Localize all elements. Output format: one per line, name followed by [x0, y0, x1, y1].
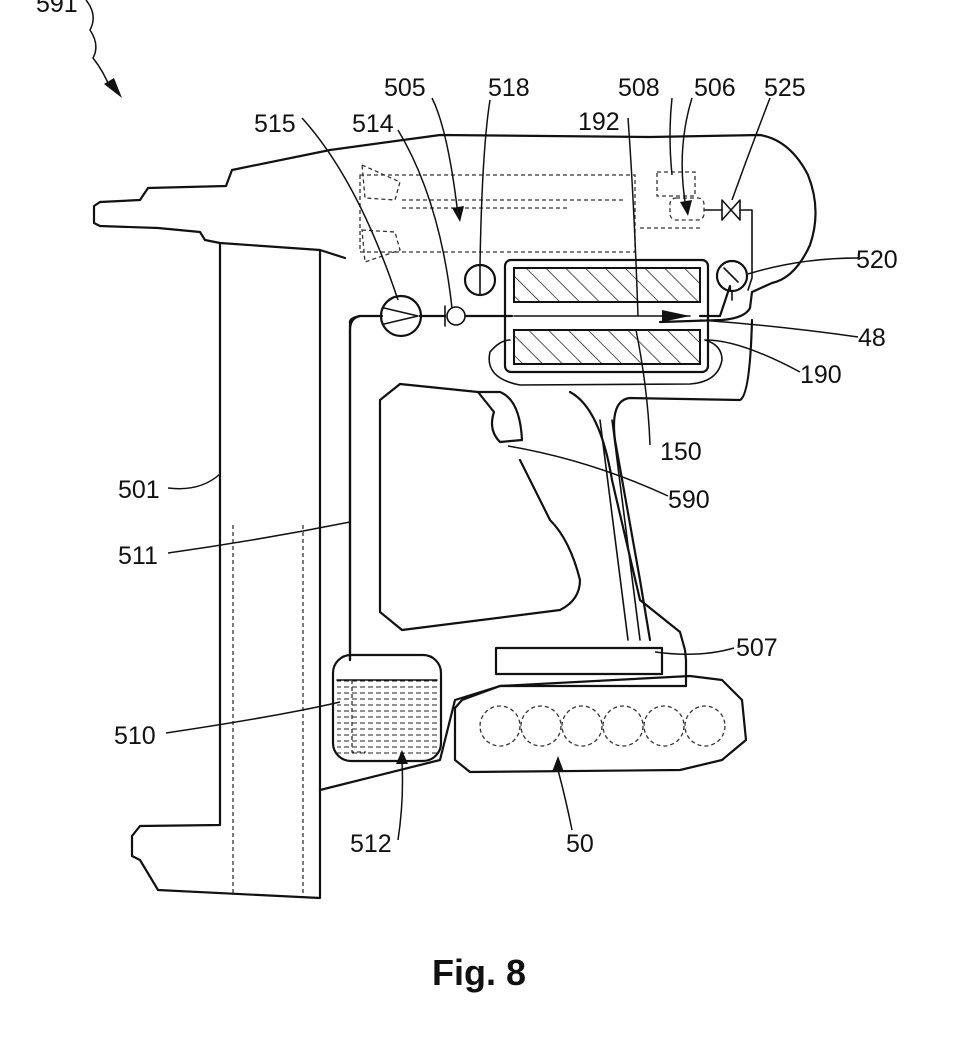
grip-back [614, 320, 752, 640]
leader-525 [732, 98, 770, 200]
leader-510 [166, 702, 340, 733]
ref-508: 508 [618, 74, 660, 102]
leader-501 [168, 474, 220, 489]
ref-506: 506 [694, 74, 736, 102]
chamber-lobe-top [362, 165, 400, 200]
battery-50 [455, 676, 746, 772]
ref-590: 590 [668, 486, 710, 514]
ref-514: 514 [352, 110, 394, 138]
leader-506-arrow [680, 200, 692, 216]
magazine-outline [132, 243, 320, 898]
ref-50: 50 [566, 830, 594, 858]
leader-520 [748, 258, 858, 274]
leader-515 [302, 118, 398, 300]
leader-514 [398, 130, 452, 308]
leader-505 [432, 98, 458, 215]
leader-506 [682, 98, 692, 208]
ref-150: 150 [660, 438, 702, 466]
heater-upper-hatch [514, 268, 700, 302]
ref-518: 518 [488, 74, 530, 102]
trigger-top [400, 384, 478, 392]
trigger-590 [478, 392, 522, 442]
valve-525 [722, 200, 740, 220]
leader-507 [655, 648, 734, 654]
ref-48: 48 [858, 324, 886, 352]
ref-515: 515 [254, 110, 296, 138]
ref-190: 190 [800, 361, 842, 389]
ref-507: 507 [736, 634, 778, 662]
control-unit-507 [496, 648, 662, 674]
grip-line-2 [612, 420, 640, 640]
combustion-chamber [360, 175, 635, 252]
figure-caption: Fig. 8 [432, 952, 526, 993]
leader-511 [168, 522, 350, 553]
component-508 [657, 172, 695, 196]
ref-501: 501 [118, 476, 160, 504]
leader-50-arrow [552, 756, 564, 772]
ref-511: 511 [118, 542, 158, 570]
check-valve-514 [447, 307, 465, 325]
leader-512 [398, 762, 403, 840]
ref-505: 505 [384, 74, 426, 102]
ref-192: 192 [578, 108, 620, 136]
fuel-line-to-tank [350, 316, 382, 660]
ref-591: 591 [36, 0, 78, 18]
leader-590 [508, 446, 668, 496]
leader-48 [700, 320, 858, 337]
battery-cells [480, 706, 725, 746]
gauge-needle [724, 268, 738, 282]
pump-arrow [384, 308, 418, 324]
ref-525: 525 [764, 74, 806, 102]
leader-518 [480, 100, 490, 265]
leader-591 [86, 0, 110, 88]
grip-outer [570, 392, 686, 660]
heater-lower-hatch [514, 330, 700, 364]
ref-520: 520 [856, 246, 898, 274]
ref-512: 512 [350, 830, 392, 858]
ref-510: 510 [114, 722, 156, 750]
chamber-lobe-bottom [362, 230, 400, 262]
trigger-guard [380, 384, 580, 630]
leader-505-arrow [452, 206, 464, 222]
handle-outline [350, 316, 360, 660]
leader-50 [558, 770, 572, 830]
